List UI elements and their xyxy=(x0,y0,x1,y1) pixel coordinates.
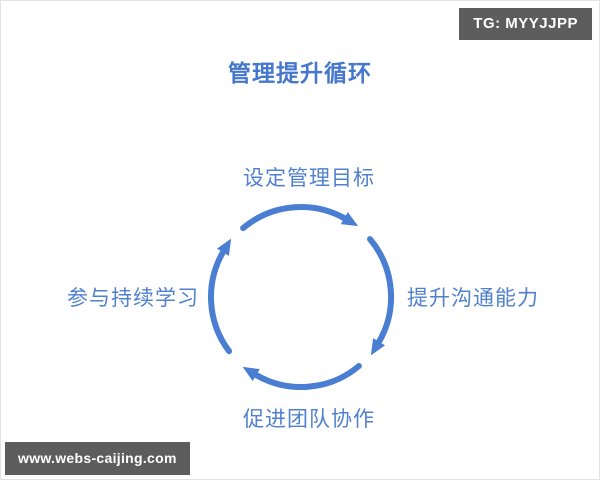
cycle-step-label-bottom: 促进团队协作 xyxy=(243,408,375,431)
cycle-arc-top xyxy=(240,204,359,232)
website-watermark-badge: www.webs-caijing.com xyxy=(5,442,190,475)
cycle-step-label-left: 参与持续学习 xyxy=(67,287,199,310)
cycle-arc-bottom xyxy=(242,363,362,390)
diagram-title: 管理提升循环 xyxy=(228,60,372,86)
cycle-step-label-right: 提升沟通能力 xyxy=(407,287,539,310)
cycle-arc-left xyxy=(208,238,233,355)
cycle-step-label-top: 设定管理目标 xyxy=(243,167,375,190)
telegram-watermark-badge: TG: MYYJJPP xyxy=(459,8,592,40)
cycle-arc-right xyxy=(367,236,394,356)
